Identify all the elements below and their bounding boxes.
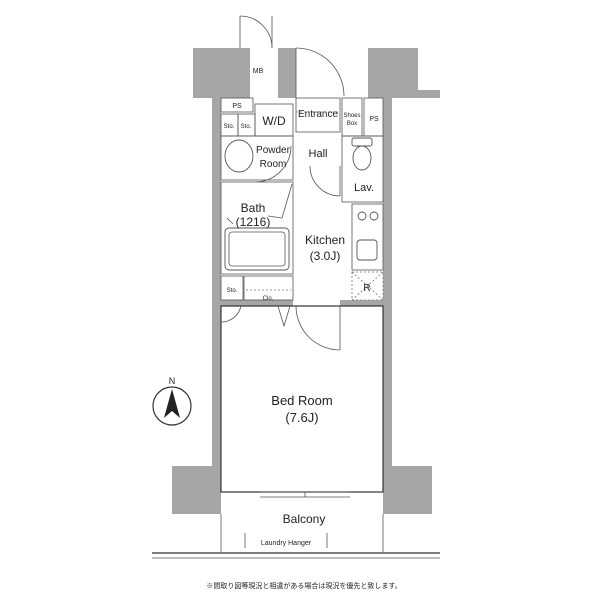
label-entrance: Entrance bbox=[298, 109, 338, 120]
label-bedroom-2: (7.6J) bbox=[285, 410, 318, 425]
door-mb-swing bbox=[239, 15, 273, 49]
label-shoes-box-1: Shoes bbox=[343, 113, 360, 119]
door-entrance-swing bbox=[295, 47, 345, 97]
wall-bottom-left bbox=[172, 466, 221, 514]
sto-box-3 bbox=[220, 275, 244, 301]
bathtub bbox=[224, 227, 290, 271]
label-sto-3: Sto. bbox=[227, 288, 238, 294]
powder-room-basin bbox=[224, 139, 254, 173]
stove-burner-1 bbox=[357, 211, 367, 221]
clo-box bbox=[243, 275, 294, 301]
refrigerator-space bbox=[351, 271, 384, 301]
label-kitchen-1: Kitchen bbox=[305, 233, 345, 247]
label-wd: W/D bbox=[262, 114, 286, 128]
wall-bottom-right bbox=[383, 466, 432, 514]
label-ps-right: PS bbox=[369, 116, 379, 123]
label-bedroom-1: Bed Room bbox=[271, 393, 332, 408]
wall-top-right bbox=[368, 48, 440, 460]
wall-left bbox=[212, 98, 221, 468]
north-compass: N bbox=[152, 376, 192, 426]
compass-north-label: N bbox=[169, 376, 176, 386]
wall-top-left bbox=[193, 48, 250, 310]
refrigerator-diag-2 bbox=[351, 271, 384, 301]
bathtub-inner bbox=[228, 231, 286, 267]
wall-right bbox=[383, 98, 392, 468]
label-bath-2: (1216) bbox=[236, 215, 271, 229]
label-mb: MB bbox=[253, 68, 264, 75]
label-hall: Hall bbox=[309, 148, 328, 160]
footnote: ※間取り図等現況と相違がある場合は現況を優先と致します。 bbox=[206, 581, 401, 590]
label-lav: Lav. bbox=[354, 182, 374, 194]
lav-toilet-tank bbox=[351, 137, 373, 147]
lav-outline bbox=[341, 135, 384, 203]
label-sto-1: Sto. bbox=[224, 124, 235, 130]
label-ps-top: PS bbox=[232, 103, 242, 110]
lav-toilet-bowl bbox=[352, 145, 372, 171]
label-powder-room-2: Room bbox=[260, 159, 287, 170]
kitchen-counter bbox=[351, 203, 384, 271]
door-powder-swing bbox=[254, 145, 292, 183]
label-laundry-hanger: Laundry Hanger bbox=[261, 540, 312, 547]
fixtures bbox=[224, 137, 379, 271]
powder-room-outline bbox=[220, 135, 294, 181]
wall-top-center bbox=[278, 48, 296, 98]
door-bath-leaf bbox=[281, 183, 293, 219]
label-balcony: Balcony bbox=[283, 512, 326, 526]
door-bath-leaf-2 bbox=[267, 215, 283, 219]
door-closet bbox=[277, 305, 291, 328]
walls bbox=[172, 48, 440, 514]
wall-partition-bath bbox=[219, 300, 293, 306]
label-sto-2: Sto. bbox=[241, 124, 252, 130]
doors bbox=[220, 15, 345, 351]
door-sto-swing bbox=[220, 305, 242, 323]
wall-partition-kitchen bbox=[340, 300, 385, 306]
kitchen-sink bbox=[356, 239, 378, 261]
door-bedroom-swing bbox=[295, 305, 341, 351]
label-shoes-box-2: Box bbox=[347, 121, 357, 127]
door-hall-swing bbox=[309, 165, 341, 197]
label-kitchen-2: (3.0J) bbox=[310, 249, 341, 263]
label-clo: Clo. bbox=[263, 296, 274, 302]
label-refrigerator: R bbox=[363, 283, 370, 294]
stove-burner-2 bbox=[369, 211, 379, 221]
compass-circle bbox=[152, 386, 192, 426]
label-bath-1: Bath bbox=[241, 201, 266, 215]
compass-needle-icon bbox=[164, 389, 180, 418]
label-powder-room-1: Powder bbox=[256, 145, 291, 156]
ps-top-box bbox=[220, 97, 254, 113]
bath-faucet bbox=[226, 217, 234, 225]
entrance-box bbox=[295, 97, 341, 133]
room-labels: MB PS Sto. Sto. W/D Entrance Shoes Box P… bbox=[224, 68, 379, 547]
